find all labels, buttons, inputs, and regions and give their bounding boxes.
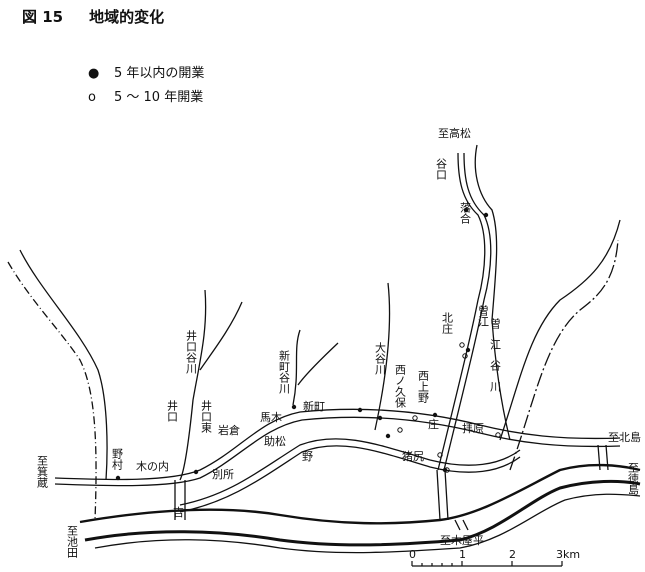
label-iguchi-river: 井口谷川 (185, 329, 198, 374)
label-iguchi-higashi: 井口東 (200, 399, 213, 434)
label-to-ikeda: 至池田 (66, 525, 79, 558)
legend-label: 5 ～ 10 年開業 (114, 90, 204, 105)
scale-tick: 0 (409, 548, 416, 561)
older-openings (397, 342, 501, 473)
label-sho: 庄 (428, 417, 439, 431)
label-soe-river: 曽江谷川 (489, 317, 502, 402)
label-to-minokura: 至箕蔵 (36, 455, 49, 489)
filled-dot-icon: ● (88, 66, 100, 81)
label-no: 野 (302, 450, 313, 463)
label-umaki: 馬木 (260, 411, 282, 424)
recent-openings (115, 207, 489, 481)
legend-item-recent: ● 5 年以内の開業 (88, 62, 204, 81)
label-to-takamatsu: 至高松 (438, 126, 471, 140)
label-to-kitajima: 至北島 (608, 430, 641, 444)
label-otani-river: 大谷川 (374, 341, 387, 375)
label-yoshi: 吉 (173, 506, 184, 519)
open-dot-icon: o (88, 90, 96, 105)
label-iguchi: 井口 (166, 399, 179, 422)
scale-tick: 3km (556, 548, 580, 561)
label-shinmachi: 新町 (303, 399, 325, 413)
label-bessho: 別所 (212, 468, 234, 481)
label-kitasho: 北庄 (441, 312, 454, 335)
scale-tick: 2 (509, 548, 516, 561)
label-ochiai: 落合 (459, 202, 472, 224)
legend-label: 5 年以内の開業 (114, 66, 205, 81)
label-nomura: 野村 (111, 448, 124, 470)
map-lines (7, 144, 641, 554)
label-taniguchi: 谷口 (435, 158, 448, 180)
label-kinouchi: 木の内 (136, 459, 169, 473)
label-to-tokushima: 至徳島 (627, 462, 640, 496)
legend-item-older: o 5 ～ 10 年開業 (88, 86, 203, 105)
label-haibara: 拝原 (462, 422, 484, 435)
label-nishinokubo: 西ノ久保 (394, 364, 407, 409)
label-iwakura: 岩倉 (218, 423, 240, 437)
figure-number: 図 15 (22, 8, 64, 26)
label-shinmachi-river: 新町谷川 (278, 349, 291, 394)
label-to-koyadaira: 至木屋平 (440, 534, 484, 547)
label-nishiueno: 西上野 (417, 370, 430, 403)
scale-tick: 1 (459, 548, 466, 561)
figure-title-text: 地域的変化 (89, 8, 165, 26)
label-sukematsu: 助松 (264, 434, 286, 448)
label-inojiri: 猪尻 (402, 450, 424, 463)
label-soe: 曽江 (477, 304, 490, 327)
figure-title: 図 15 地域的変化 (22, 6, 164, 27)
scale-bar: 0 1 2 3km (409, 548, 580, 567)
